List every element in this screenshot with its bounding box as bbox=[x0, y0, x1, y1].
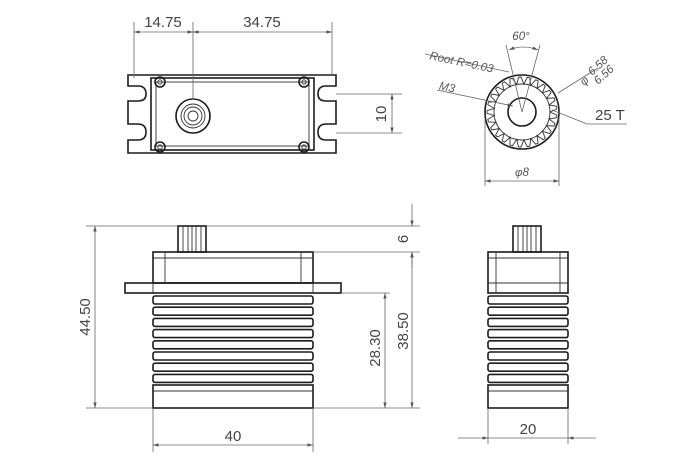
top-view-screws bbox=[154, 76, 310, 153]
cooling-fin bbox=[487, 317, 569, 328]
dim-20: 20 bbox=[520, 421, 537, 438]
spline-outer-circle bbox=[484, 74, 560, 150]
front-view: 44.50 6 38.50 28.30 40 bbox=[77, 204, 420, 452]
dim-34-75: 34.75 bbox=[243, 14, 281, 31]
dim-40: 40 bbox=[225, 428, 242, 445]
cooling-fin bbox=[152, 362, 314, 373]
angle-label: 60° bbox=[512, 31, 530, 43]
front-view-flange bbox=[124, 282, 342, 294]
cooling-fin bbox=[152, 306, 314, 317]
dim-44-50: 44.50 bbox=[77, 298, 94, 336]
dim-10: 10 bbox=[373, 106, 390, 123]
cooling-fin bbox=[487, 339, 569, 350]
spline-teeth bbox=[486, 76, 558, 148]
front-view-bottom-case bbox=[152, 384, 314, 409]
diameter-symbol: φ bbox=[578, 74, 592, 88]
top-view-body bbox=[150, 77, 315, 151]
side-view-bottom-case bbox=[487, 384, 569, 409]
side-view-cooling-fins bbox=[487, 295, 569, 384]
cooling-fin bbox=[152, 328, 314, 339]
teeth-label: 25 T bbox=[595, 107, 625, 124]
top-view-flange bbox=[127, 74, 337, 154]
root-radius-label: Root R=0.03 bbox=[428, 50, 495, 75]
spline-bore bbox=[507, 97, 537, 127]
cooling-fin bbox=[152, 339, 314, 350]
cooling-fin bbox=[487, 351, 569, 361]
front-view-cooling-fins bbox=[152, 295, 314, 384]
cooling-fin bbox=[152, 317, 314, 328]
cooling-fin bbox=[487, 373, 569, 384]
top-view-output-spline bbox=[175, 98, 211, 134]
cooling-fin bbox=[487, 306, 569, 317]
dim-28-30: 28.30 bbox=[367, 329, 384, 367]
cooling-fin bbox=[487, 362, 569, 373]
side-view-top-case bbox=[487, 251, 569, 294]
spline-detail: 60° Root R=0.03 M3 φ 6.58 6.56 25 T φ8 bbox=[424, 31, 627, 186]
cooling-fin bbox=[152, 295, 314, 305]
top-view: 14.75 34.75 10 bbox=[127, 14, 402, 154]
cooling-fin bbox=[152, 373, 314, 384]
cooling-fin bbox=[152, 351, 314, 361]
cooling-fin bbox=[487, 295, 569, 305]
cooling-fin bbox=[487, 328, 569, 339]
side-view: 20 bbox=[458, 225, 596, 444]
outer-diameter-label: φ8 bbox=[515, 167, 530, 179]
dim-38-50: 38.50 bbox=[395, 312, 412, 350]
thread-label: M3 bbox=[438, 80, 457, 95]
dim-14-75: 14.75 bbox=[144, 14, 182, 31]
front-view-top-case bbox=[152, 251, 314, 284]
dim-6: 6 bbox=[395, 235, 412, 243]
